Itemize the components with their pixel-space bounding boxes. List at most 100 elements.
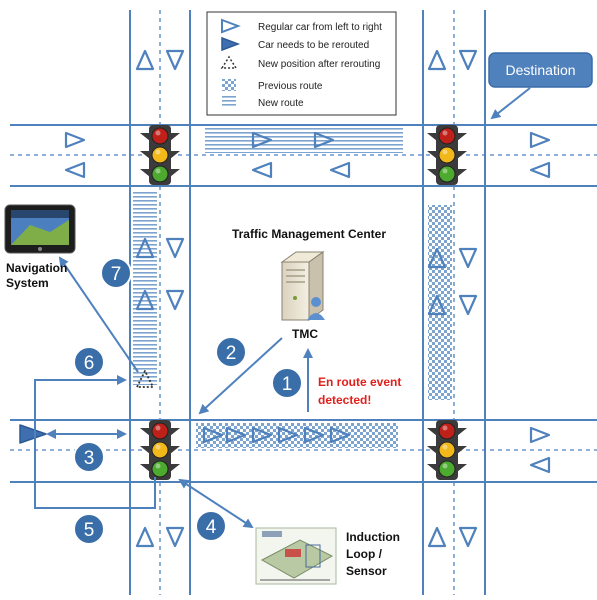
step-circle [100,257,132,289]
regular-car [458,526,478,548]
traffic-light-icon [140,420,180,480]
lane-dividers [10,10,597,595]
regular-car [458,49,478,71]
step-marker: 1 [271,367,303,399]
step-circle [271,367,303,399]
event-text: detected! [318,393,371,407]
step-circle [73,346,105,378]
regular-car [458,247,478,269]
regular-car [427,247,447,269]
navigation-system: Navigation System [4,204,76,290]
regular-car [529,456,551,474]
regular-car [303,426,325,444]
traffic-light-icon [140,125,180,185]
regular-car [64,161,86,179]
step-marker: 6 [73,346,105,378]
regular-car [251,161,273,179]
regular-car [135,289,155,311]
step-marker: 3 [73,441,105,473]
new-route-segment [205,128,403,153]
regular-car [529,426,551,444]
regular-car [135,526,155,548]
rerouted-car-icon [221,36,241,52]
sensor-label: Loop / [346,547,383,561]
new-position-icon [220,55,238,69]
legend-label: New position after rerouting [258,59,380,70]
legend-label: Car needs to be rerouted [258,40,369,51]
regular-car [135,49,155,71]
legend-label: Regular car from left to right [258,22,382,33]
cars [19,49,551,548]
induction-loop-sensor: Induction Loop / Sensor [255,527,400,585]
regular-car [313,131,335,149]
gps-navigation-icon [4,204,76,254]
traffic-light-icon [427,420,467,480]
regular-car [202,426,224,444]
new-route-swatch [222,96,236,108]
traffic-light-icon [427,125,467,185]
server-icon [280,251,325,321]
step-circle [195,510,227,542]
rerouted-car [19,424,47,444]
step-number: 1 [282,374,293,395]
step-number: 5 [84,520,95,541]
flow-arrows [34,256,313,529]
step-marker: 2 [215,336,247,368]
step-number: 3 [84,448,95,469]
step-number: 7 [111,264,122,285]
regular-car [251,426,273,444]
new-position-car [136,370,154,388]
destination-arrow [490,87,531,120]
regular-car [64,131,86,149]
destination-box [488,52,593,88]
nav-label: Navigation [6,261,67,275]
induction-loop-icon [255,527,337,585]
regular-car [135,237,155,259]
road-network [10,10,597,595]
step-marker: 5 [73,513,105,545]
step-markers: 1 2 3 4 5 6 7 [73,257,303,545]
arrow-light-sensor [178,478,254,529]
legend-label: New route [258,98,304,109]
destination-callout: Destination [488,52,593,120]
legend: Regular car from left to right Car needs… [206,11,397,116]
regular-car [427,49,447,71]
regular-car [165,49,185,71]
tmc-title: Traffic Management Center [232,227,386,241]
regular-car [529,161,551,179]
step-number: 4 [206,517,217,538]
arrow-to-nav [58,256,139,373]
step-number: 6 [84,353,95,374]
regular-car [427,294,447,316]
event-text: En route event [318,375,401,389]
sensor-label: Induction [346,530,400,544]
sensor-label: Sensor [346,564,387,578]
arrow-tmc-to-light [198,337,283,415]
regular-car [427,526,447,548]
regular-car [329,161,351,179]
regular-car-icon [221,18,241,34]
tmc: Traffic Management Center TMC [232,227,386,341]
regular-car [251,131,273,149]
regular-car [329,426,351,444]
regular-car [165,289,185,311]
nav-label: System [6,276,49,290]
legend-box [206,11,397,116]
new-route-segment [133,190,157,385]
legend-label: Previous route [258,81,323,92]
previous-route-swatch [222,79,236,91]
regular-car [277,426,299,444]
regular-car [225,426,247,444]
regular-car [529,131,551,149]
step-number: 2 [226,343,237,364]
step-marker: 4 [195,510,227,542]
step-circle [73,441,105,473]
regular-car [165,526,185,548]
traffic-lights [140,125,467,480]
tmc-label: TMC [292,327,318,341]
destination-label: Destination [505,62,575,78]
regular-car [165,237,185,259]
arrow-reroute-path [34,375,156,509]
